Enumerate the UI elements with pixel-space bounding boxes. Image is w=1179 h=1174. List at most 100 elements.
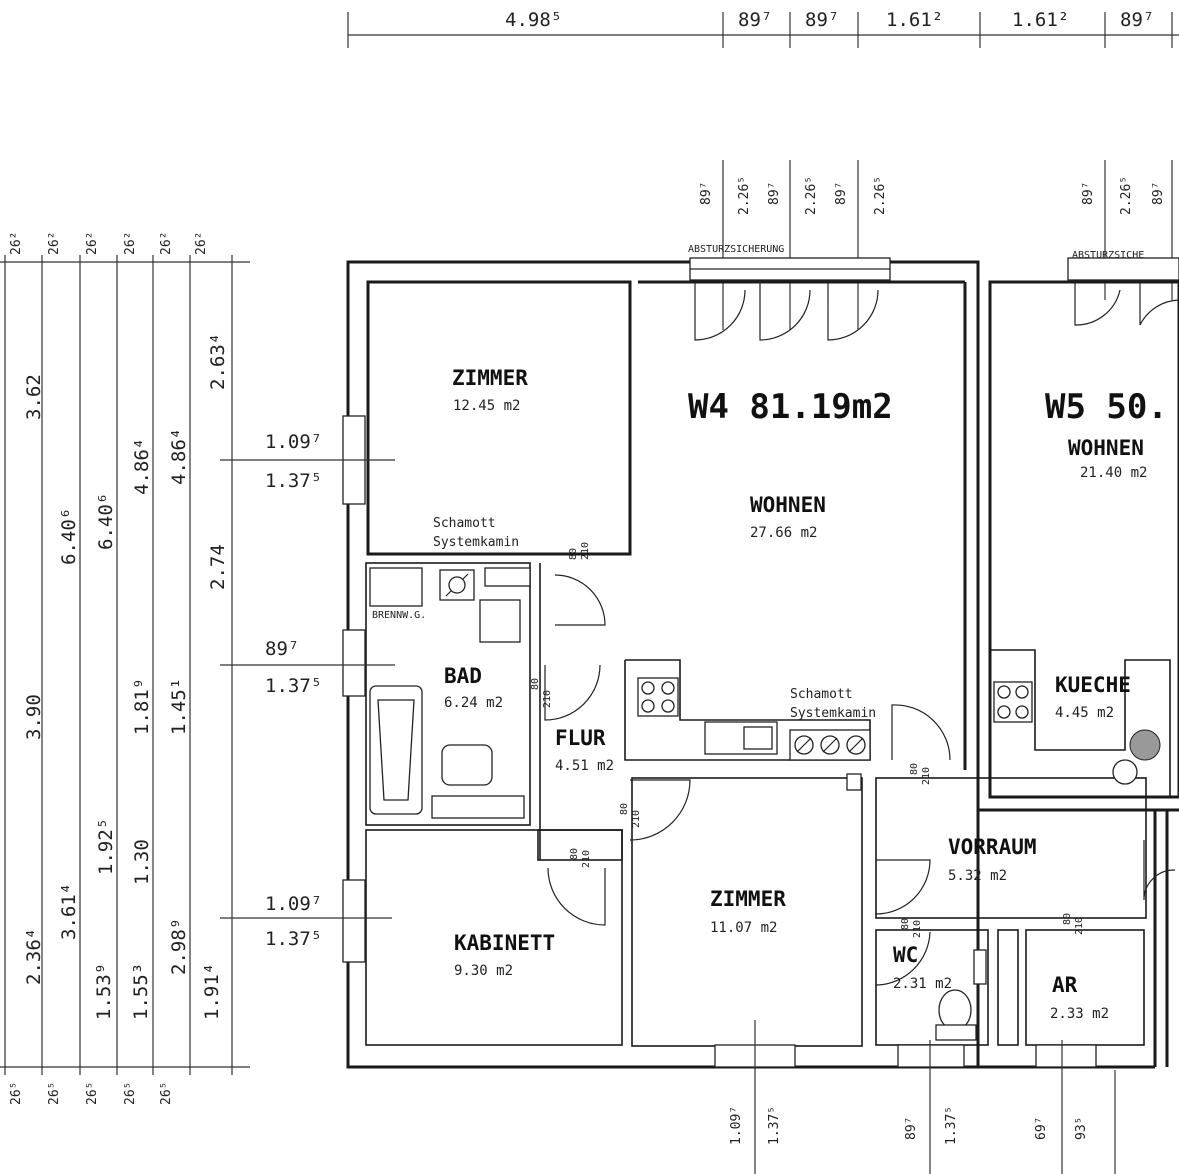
door-size-tags: 80 210 80 210 80 210 80 210 80 210 80 21… — [530, 542, 1085, 938]
absturz-label-2: ABSTURZSICHE — [1072, 250, 1144, 261]
bottom-dim-6: 93⁵ — [1074, 1117, 1089, 1140]
left-win-dim-2a: 89⁷ — [265, 638, 299, 660]
win-dim-7: 89⁷ — [1081, 182, 1096, 205]
left-win-dim-1a: 1.09⁷ — [265, 431, 322, 453]
room-kueche-area: 4.45 m2 — [1055, 705, 1114, 721]
top-dimension-line: 4.98⁵ 89⁷ 89⁷ 1.61² 1.61² 89⁷ — [347, 9, 1179, 48]
bottom-dim-5: 69⁷ — [1034, 1117, 1049, 1140]
window-dims-top: 89⁷ 2.26⁵ 89⁷ 2.26⁵ 89⁷ 2.26⁵ 89⁷ 2.26⁵ … — [688, 160, 1173, 330]
left-dim-c3-1: 6.40⁶ — [95, 493, 117, 550]
door-tag-h: 210 — [631, 810, 642, 828]
left-dim-c6-2: 2.74 — [207, 544, 229, 590]
left-win-dim-2b: 1.37⁵ — [265, 675, 322, 697]
left-dim-c5-2: 1.45¹ — [168, 678, 190, 735]
room-vorraum-area: 5.32 m2 — [948, 868, 1007, 884]
room-vorraum-name: VORRAUM — [948, 835, 1037, 859]
win-dim-2: 2.26⁵ — [737, 176, 752, 215]
left-bottom-26-2: 26⁵ — [47, 1082, 62, 1105]
left-dim-c3-2: 1.92⁵ — [95, 818, 117, 875]
round-table-icon — [1129, 729, 1161, 761]
left-bottom-26-3: 26⁵ — [85, 1082, 100, 1105]
left-dim-c2-1: 6.40⁶ — [58, 508, 80, 565]
door-tag-h: 210 — [912, 920, 923, 938]
boiler-label: BRENNW.G. — [372, 610, 426, 621]
chimney-2-line1: Schamott — [790, 687, 853, 702]
kitchen-fixtures-w5 — [993, 681, 1161, 785]
bottom-dim-2: 1.37⁵ — [767, 1106, 782, 1145]
top-dim-6: 89⁷ — [1120, 9, 1154, 31]
win-dim-3: 89⁷ — [767, 182, 782, 205]
absturz-label-1: ABSTURZSICHERUNG — [688, 244, 784, 255]
bottom-dim-3: 89⁷ — [904, 1117, 919, 1140]
room-ar-area: 2.33 m2 — [1050, 1006, 1109, 1022]
left-dim-c5-1: 4.86⁴ — [168, 428, 190, 485]
room-wohnen-w4-name: WOHNEN — [750, 493, 826, 517]
boiler-icon — [369, 567, 423, 607]
room-flur-area: 4.51 m2 — [555, 758, 614, 774]
wc-fixtures — [935, 949, 987, 1041]
chimney-2-line2: Systemkamin — [790, 706, 876, 721]
room-wc-name: WC — [893, 943, 918, 967]
left-win-dim-1b: 1.37⁵ — [265, 470, 322, 492]
room-ar-name: AR — [1052, 973, 1078, 997]
door-tag-h: 210 — [921, 767, 932, 785]
left-dim-c6-3: 1.91⁴ — [201, 963, 223, 1020]
door-tag-w: 80 — [569, 848, 580, 860]
left-bottom-26-1: 26⁵ — [9, 1082, 24, 1105]
room-zimmer-2-area: 11.07 m2 — [710, 920, 777, 936]
left-top-26-1: 26² — [9, 232, 24, 255]
top-dim-5: 1.61² — [1012, 9, 1069, 31]
toilet-icon — [938, 989, 972, 1031]
left-dim-c1-3: 2.36⁴ — [23, 928, 45, 985]
left-dim-c2-2: 3.61⁴ — [58, 883, 80, 940]
top-dim-4: 1.61² — [886, 9, 943, 31]
door-tag-h: 210 — [542, 690, 553, 708]
windows — [342, 257, 1179, 1068]
chimney-1-line2: Systemkamin — [433, 535, 519, 550]
left-top-26-2: 26² — [47, 232, 62, 255]
room-wohnen-w5-area: 21.40 m2 — [1080, 465, 1147, 481]
washbasin-icon — [441, 744, 493, 786]
room-labels: ZIMMER 12.45 m2 WOHNEN 27.66 m2 WOHNEN 2… — [433, 366, 1147, 1022]
left-top-26-4: 26² — [123, 232, 138, 255]
doors — [544, 282, 1179, 986]
room-flur-name: FLUR — [555, 726, 606, 750]
left-dim-c1-2: 3.90 — [23, 694, 45, 740]
room-bad-area: 6.24 m2 — [444, 695, 503, 711]
door-tag-w: 80 — [619, 803, 630, 815]
bath-fixtures: BRENNW.G. — [369, 567, 531, 819]
room-kabinett-name: KABINETT — [454, 931, 555, 955]
room-wohnen-w4-area: 27.66 m2 — [750, 525, 817, 541]
win-dim-1: 89⁷ — [699, 182, 714, 205]
left-bottom-26-5: 26⁵ — [159, 1082, 174, 1105]
left-bottom-26-4: 26⁵ — [123, 1082, 138, 1105]
top-dim-1: 4.98⁵ — [505, 9, 562, 31]
left-dim-c1-1: 3.62 — [23, 374, 45, 420]
left-dim-c3-3: 1.55³ — [130, 963, 152, 1020]
left-dim-c4-2: 1.81⁹ — [131, 678, 153, 735]
left-top-26-6: 26² — [194, 232, 209, 255]
room-kabinett-area: 9.30 m2 — [454, 963, 513, 979]
door-tag-w: 80 — [1062, 913, 1073, 925]
left-window-dims: 1.09⁷ 1.37⁵ 89⁷ 1.37⁵ 1.09⁷ 1.37⁵ — [220, 431, 395, 950]
chimney-1-line1: Schamott — [433, 516, 496, 531]
left-win-dim-3a: 1.09⁷ — [265, 893, 322, 915]
win-dim-4: 2.26⁵ — [804, 176, 819, 215]
kitchen-fixtures-w4 — [637, 677, 871, 791]
door-tag-h: 210 — [1074, 917, 1085, 935]
top-dim-2: 89⁷ — [738, 9, 772, 31]
unit-w5-label: W5 50. — [1045, 387, 1168, 427]
door-tag-w: 80 — [909, 763, 920, 775]
win-dim-8: 2.26⁵ — [1119, 176, 1134, 215]
room-zimmer-1-area: 12.45 m2 — [453, 398, 520, 414]
unit-w4-label: W4 81.19m2 — [688, 387, 893, 427]
room-zimmer-2-name: ZIMMER — [710, 887, 786, 911]
win-dim-5: 89⁷ — [834, 182, 849, 205]
door-tag-w: 80 — [900, 918, 911, 930]
door-tag-h: 210 — [580, 542, 591, 560]
left-win-dim-3b: 1.37⁵ — [265, 928, 322, 950]
room-wohnen-w5-name: WOHNEN — [1068, 436, 1144, 460]
door-tag-w: 80 — [568, 548, 579, 560]
win-dim-9: 89⁷ — [1151, 182, 1166, 205]
